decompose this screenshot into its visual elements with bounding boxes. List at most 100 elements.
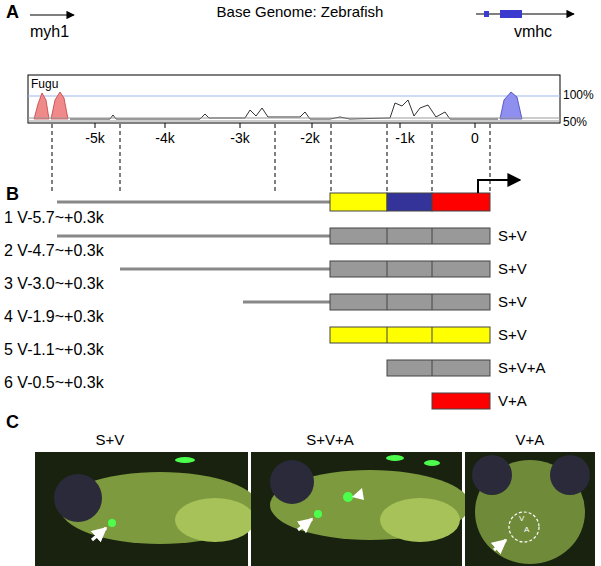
photo-3: [465, 452, 595, 566]
construct-name: 5 V-1.1~+0.3k: [4, 340, 104, 359]
panel-letter: C: [6, 412, 19, 434]
expression-result: S+V: [498, 227, 527, 245]
panel-letter: B: [6, 184, 19, 206]
plot-frame: [28, 75, 560, 123]
divider: [387, 327, 388, 343]
tick: [240, 123, 241, 128]
divider: [432, 360, 433, 376]
baseline: [28, 117, 560, 118]
construct-name: 2 V-4.7~+0.3k: [4, 241, 104, 260]
threshold-line: [28, 96, 560, 97]
element-red: [432, 193, 490, 211]
exon: [484, 11, 489, 17]
photo-title: S+V: [96, 431, 125, 449]
upstream-line: [243, 301, 330, 304]
exon: [500, 10, 522, 18]
construct-name: 6 V-0.5~+0.3k: [4, 373, 104, 392]
element-yellow: [330, 193, 387, 211]
photo-1: [35, 452, 260, 566]
construct-box: [432, 393, 490, 409]
divider: [387, 261, 388, 277]
tss-arrow: [478, 180, 520, 193]
gfp-signal: [343, 492, 353, 502]
gene-name: vmhc: [514, 22, 552, 41]
heart-outline: [509, 512, 539, 542]
axis-tick: -1k: [395, 130, 414, 147]
gene-arrow: [476, 13, 574, 14]
construct-box: [330, 261, 490, 277]
guide-lines: [52, 124, 490, 193]
upstream-line: [57, 201, 330, 204]
pointer-arrowhead: [352, 488, 364, 500]
chamber-label: A: [524, 525, 529, 535]
upstream-line: [120, 268, 330, 271]
expression-result: V+A: [498, 392, 527, 410]
pointer-arrow: [298, 519, 312, 530]
axis-percent: 100%: [563, 88, 594, 102]
axis-tick: -4k: [155, 130, 174, 147]
divider: [432, 294, 433, 310]
pointer-arrow: [92, 528, 106, 540]
eye: [472, 455, 512, 495]
tick: [165, 123, 166, 128]
expression-result: S+V+A: [498, 359, 546, 377]
gfp-signal: [175, 457, 195, 463]
divider: [432, 228, 433, 244]
tick: [312, 123, 313, 128]
construct-name: 1 V-5.7~+0.3k: [4, 208, 104, 227]
gene-name: myh1: [30, 22, 69, 41]
conserved-peak: [500, 92, 522, 119]
photo-ground: [465, 452, 595, 566]
divider: [387, 294, 388, 310]
axis-tick: -2k: [300, 130, 319, 147]
divider: [432, 261, 433, 277]
dashed-guide: [120, 124, 121, 193]
divider: [432, 327, 433, 343]
construct-box: [330, 327, 490, 343]
gfp-signal: [386, 455, 404, 461]
construct-box: [330, 294, 490, 310]
eye: [54, 474, 102, 522]
tick: [475, 123, 476, 128]
construct-box: [330, 228, 490, 244]
conserved-peak: [34, 92, 68, 119]
yolk: [380, 498, 460, 542]
construct-name: 3 V-3.0~+0.3k: [4, 274, 104, 293]
eye: [550, 455, 590, 495]
tick: [95, 123, 96, 128]
photo-2: [251, 452, 470, 566]
dashed-guide: [275, 124, 276, 193]
gfp-signal: [314, 510, 322, 518]
construct-box: [387, 360, 490, 376]
axis-tick: -5k: [85, 130, 104, 147]
dashed-guide: [387, 124, 388, 193]
axis-percent: 50%: [563, 115, 587, 129]
dashed-guide: [490, 124, 491, 193]
baseline: [28, 120, 560, 121]
panel-letter: A: [6, 2, 19, 24]
photo-title: S+V+A: [306, 431, 354, 449]
upstream-line: [57, 235, 330, 238]
axis-tick: 0: [471, 130, 479, 147]
chamber-label: V: [519, 514, 524, 524]
expression-result: S+V: [498, 293, 527, 311]
dashed-guide: [52, 124, 53, 193]
dashed-guide: [432, 124, 433, 193]
photo-title: V+A: [516, 431, 545, 449]
expression-result: S+V: [498, 326, 527, 344]
gfp-signal: [424, 460, 440, 466]
axis-ticks: [95, 123, 475, 128]
eye: [270, 460, 314, 504]
yolk: [175, 498, 255, 542]
pointer-arrow: [494, 540, 506, 550]
construct-name: 4 V-1.9~+0.3k: [4, 307, 104, 326]
conservation-trace: [70, 100, 498, 119]
genome-title: Base Genome: Zebrafish: [217, 3, 384, 21]
dashed-guide: [331, 124, 332, 193]
gene-arrow: [30, 14, 74, 15]
divider: [387, 228, 388, 244]
construct-rows: [57, 228, 490, 409]
species-name: Fugu: [31, 77, 58, 91]
expression-result: S+V: [498, 260, 527, 278]
